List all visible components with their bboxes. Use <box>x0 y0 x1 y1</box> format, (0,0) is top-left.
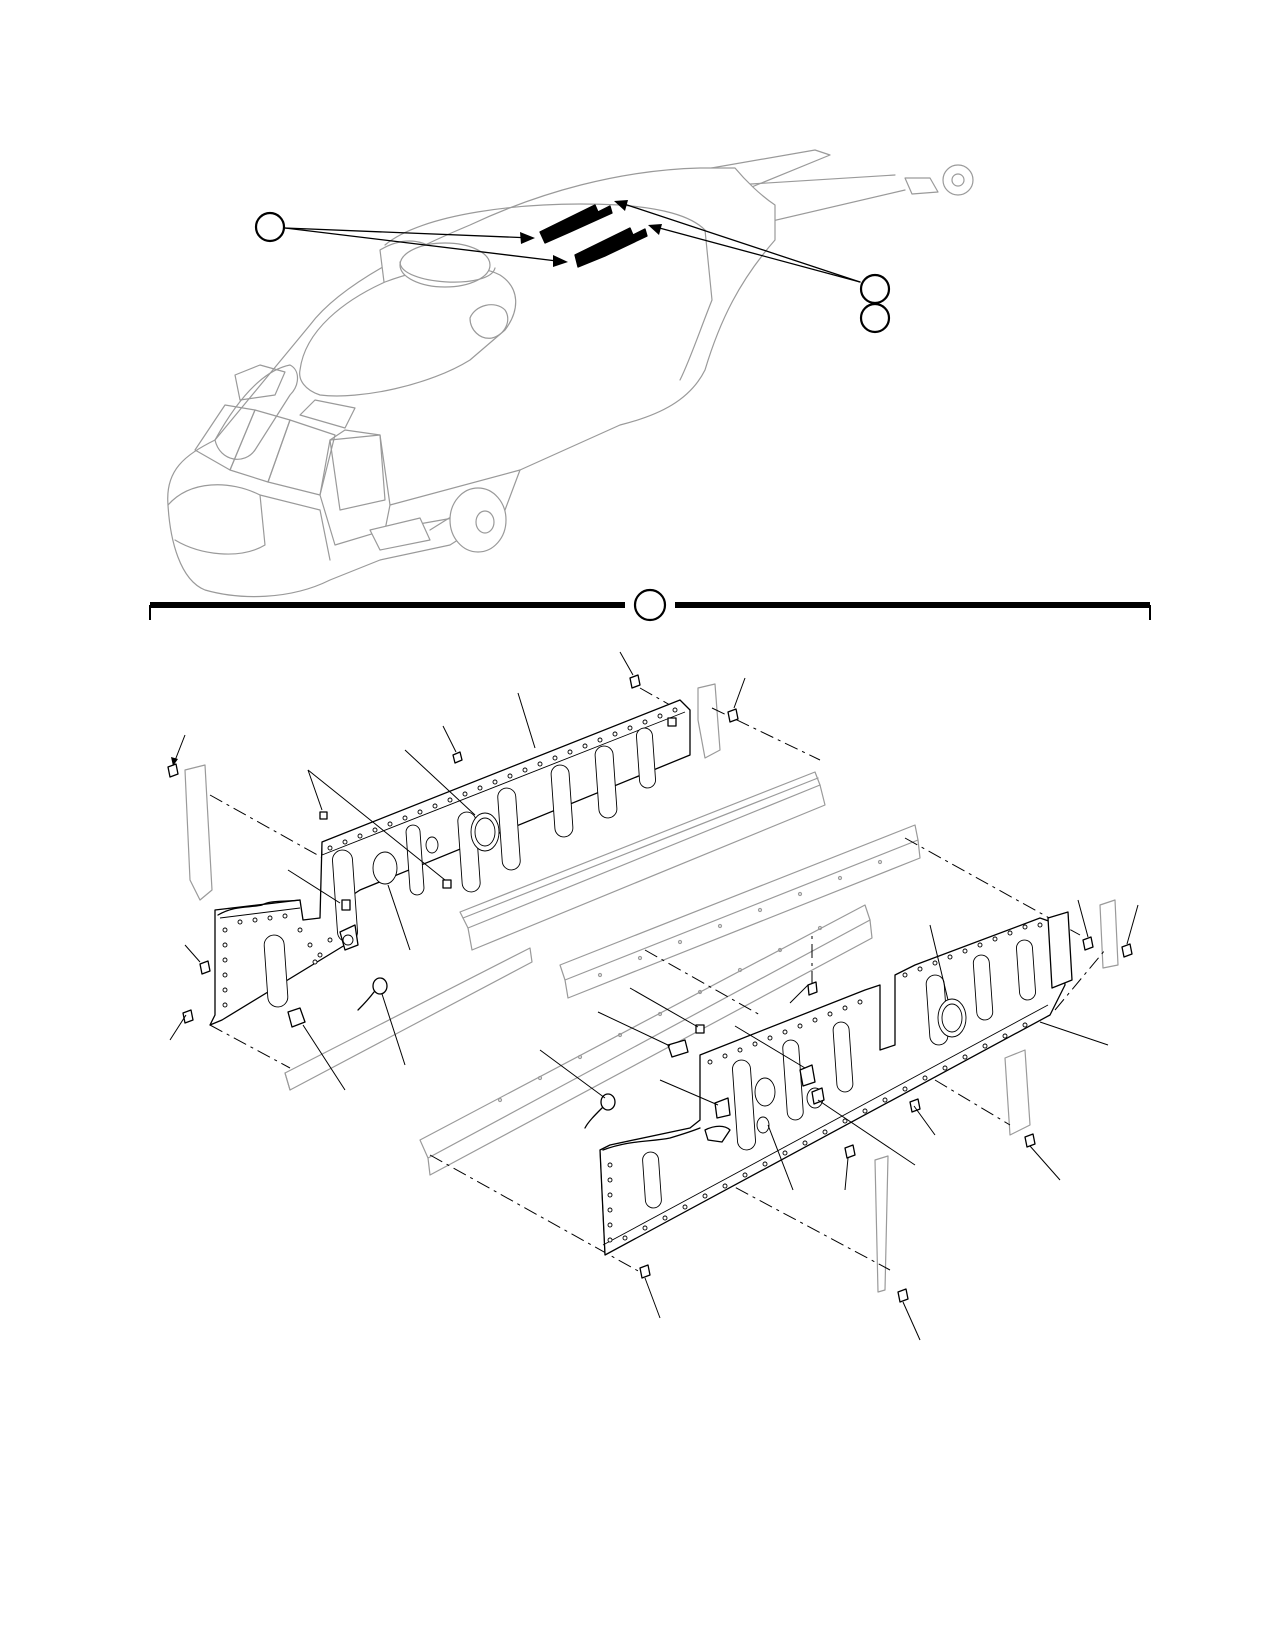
left-web-grommets <box>372 812 500 885</box>
fasteners <box>167 674 1133 1303</box>
ghost-stiffener-top <box>697 683 721 759</box>
screw-11 <box>1024 1133 1036 1148</box>
left-web-clip-3 <box>319 811 328 820</box>
highlighted-beam-lower <box>574 227 648 268</box>
left-web-rivet-holes <box>222 707 678 1008</box>
cowling-aft-edge <box>679 229 713 381</box>
fitting-right <box>714 1097 731 1119</box>
tail-pylon <box>699 149 831 201</box>
left-location-bubble <box>254 211 286 243</box>
right-web-clip-2 <box>811 1087 825 1105</box>
ghost-angle-left <box>284 947 533 1091</box>
fuselage-outline <box>167 167 776 598</box>
location-callout-arrows <box>284 200 861 283</box>
section-divider <box>149 588 1151 622</box>
insert-vertical <box>807 981 818 996</box>
helicopter-locator-view <box>167 149 974 598</box>
cockpit-windows <box>194 364 386 511</box>
section-bubble <box>633 588 667 622</box>
right-web-lightening-slots <box>642 939 1036 1209</box>
ghost-stiffener-bottom <box>874 1155 889 1293</box>
screw-10 <box>844 1144 856 1159</box>
ghost-hole-pattern <box>497 859 883 1103</box>
engine-cowling <box>384 203 706 246</box>
grommet-wire-left <box>372 977 388 995</box>
left-web-loose-parts <box>287 977 388 1028</box>
ghost-stiffener-lower-right <box>1004 1049 1031 1136</box>
right-beam-web-plate <box>599 917 1066 1256</box>
ghost-stiffener-right <box>1099 899 1119 969</box>
screw-4 <box>629 674 641 689</box>
screw-2 <box>199 960 211 975</box>
screw-3 <box>182 1009 194 1024</box>
bracket-right <box>704 1125 731 1143</box>
screw-9 <box>909 1098 921 1113</box>
right-beam-web <box>599 911 1073 1256</box>
screw-12 <box>639 1264 651 1279</box>
main-landing-gear <box>369 487 507 553</box>
screw-5 <box>727 708 739 723</box>
leader-lines <box>169 651 1139 1341</box>
left-web-clip-2 <box>442 879 452 889</box>
right-web-clip-1 <box>799 1064 816 1087</box>
clip-right-small <box>695 1024 705 1034</box>
screw-13 <box>897 1288 909 1303</box>
screw-8 <box>1121 943 1133 958</box>
ghost-structure <box>184 683 1119 1293</box>
ghost-stiffener-left <box>184 764 213 901</box>
tail-wheel <box>904 164 974 196</box>
cockpit-roof-hump <box>299 266 517 397</box>
ghost-longeron-upper-right <box>559 824 919 981</box>
right-location-bubble-top <box>859 273 891 305</box>
highlighted-beam-upper <box>539 204 613 244</box>
right-web-end-angle <box>1047 911 1073 989</box>
screw-7 <box>1082 936 1094 951</box>
screw-6 <box>452 751 463 764</box>
left-web-clip-4 <box>667 717 677 727</box>
right-location-bubble-bottom <box>859 302 891 334</box>
left-beam-web <box>209 699 691 1026</box>
left-web-lightening-slots <box>263 727 656 1008</box>
engine-exhaust <box>469 304 509 339</box>
nutplate-left <box>287 1007 306 1028</box>
nutplate-right <box>667 1039 689 1058</box>
right-web-rivet-holes <box>607 922 1058 1243</box>
left-web-clip-1 <box>341 899 351 911</box>
